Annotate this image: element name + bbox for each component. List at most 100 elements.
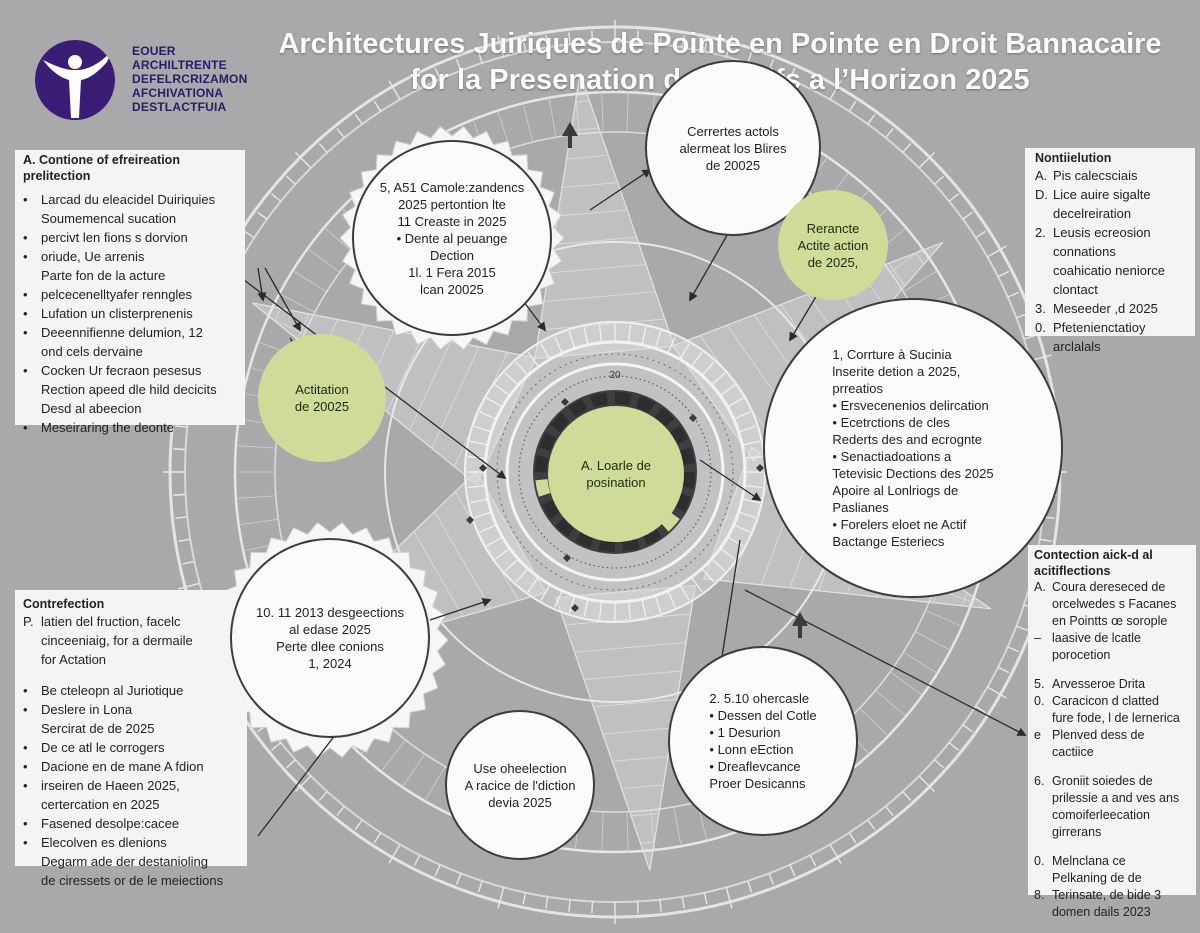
panel-list-item: •Larcad du eleacidel Duiriquies bbox=[23, 190, 237, 209]
list-marker bbox=[23, 342, 41, 361]
panel-spacer bbox=[1034, 664, 1190, 676]
list-text: certercation en 2025 bbox=[41, 797, 160, 812]
list-text: orcelwedes s Facanes bbox=[1052, 597, 1177, 611]
list-marker: • bbox=[23, 759, 28, 774]
list-text: Groniit soiedes de bbox=[1052, 774, 1153, 788]
panel-list-item: coahicatio neniorce bbox=[1035, 261, 1185, 280]
circle-line: Perte dlee conions bbox=[276, 639, 384, 654]
list-marker: • bbox=[23, 192, 28, 207]
panel-list-item: Rection apeed dle hild decicits bbox=[23, 380, 237, 399]
arrow-up-icon bbox=[562, 122, 578, 148]
center-ring-mark: 20 bbox=[609, 370, 621, 381]
list-text: Degarm ade der destanioling bbox=[41, 854, 208, 869]
panel-list-item: • oriude, Ue arrenis bbox=[23, 247, 237, 266]
list-marker: D. bbox=[1035, 187, 1048, 202]
list-text: Leusis ecreosion bbox=[1053, 225, 1151, 240]
list-text: for Actation bbox=[41, 652, 107, 667]
list-marker: • bbox=[23, 306, 28, 321]
logo-wordmark: EOUER ARCHILTRENTE DEFELRCRIZAMON AFCHIV… bbox=[132, 44, 247, 114]
circle-line: Rederts des and ecrognte bbox=[832, 432, 983, 447]
panel-list-item: •Fasened desolpe:cacee bbox=[23, 814, 239, 833]
list-marker bbox=[1034, 824, 1052, 841]
list-text: connations bbox=[1053, 244, 1116, 259]
panel-list-item: •percivt len fions s dorvion bbox=[23, 228, 237, 247]
panel-list-item: for Actation bbox=[23, 650, 239, 669]
list-text: Plenved dess de bbox=[1052, 728, 1145, 742]
circle-line: 1, 2024 bbox=[308, 656, 352, 671]
panel-list-item: cinceeniaig, for a dermaile bbox=[23, 631, 239, 650]
circle-line: de 2025, bbox=[807, 254, 859, 270]
list-marker: • bbox=[23, 249, 28, 264]
panel-list-item: prilessie a and ves ans bbox=[1034, 790, 1190, 807]
circle-line: Actite action bbox=[797, 237, 869, 253]
list-marker: 2. bbox=[1035, 225, 1046, 240]
panel-list-item: fure fode, l de lernerica bbox=[1034, 710, 1190, 727]
circle-line: Use oheelection bbox=[473, 760, 567, 776]
list-text: Lice auire sigalte bbox=[1053, 187, 1151, 202]
list-text: arclalals bbox=[1053, 339, 1101, 354]
panel-list-item: •Cocken Ur fecraon pesesus bbox=[23, 361, 237, 380]
panel-list-item: Parte fon de la acture bbox=[23, 266, 237, 285]
panel-list-item: Sercirat de de 2025 bbox=[23, 719, 239, 738]
diamond-marker bbox=[466, 516, 474, 524]
list-marker bbox=[23, 871, 41, 890]
panel-list-item: domen dails 2023 bbox=[1034, 904, 1190, 921]
panel-list-item: A.Pis calecsciais bbox=[1035, 166, 1185, 185]
list-text: oriude, Ue arrenis bbox=[41, 249, 145, 264]
list-marker: • bbox=[23, 816, 28, 831]
panel-list-item: •irseiren de Haeen 2025, bbox=[23, 776, 239, 795]
panel-spacer bbox=[1034, 841, 1190, 853]
list-text: Desd al abeecion bbox=[41, 401, 142, 416]
diamond-marker bbox=[561, 398, 569, 406]
list-marker: • bbox=[23, 740, 28, 755]
panel-list-item: en Pointts œ sorople bbox=[1034, 613, 1190, 630]
circle-line: 1l. 1 Fera 2015 bbox=[408, 264, 496, 280]
panel-list-item: clontact bbox=[1035, 280, 1185, 299]
circle-line: lcan 20025 bbox=[420, 281, 484, 297]
list-marker: • bbox=[23, 363, 28, 378]
diamond-marker bbox=[563, 554, 571, 562]
list-text: Sercirat de de 2025 bbox=[41, 721, 155, 736]
panel-heading: Nontiielution bbox=[1035, 151, 1112, 165]
diamond-marker bbox=[571, 604, 579, 612]
panel-list-item: comoiferleecation bbox=[1034, 807, 1190, 824]
panel-list-item: •Meseiraring the deonte bbox=[23, 418, 237, 437]
circle-line: 11 Creaste in 2025 bbox=[397, 213, 507, 229]
circle-line: Tetevisic Dections des 2025 bbox=[832, 466, 994, 481]
list-marker: • bbox=[23, 835, 28, 850]
circle-line: lnserite detion a 2025, bbox=[832, 364, 961, 379]
panel-list-item: cactiice bbox=[1034, 744, 1190, 761]
list-marker bbox=[1034, 596, 1052, 613]
list-marker: 0. bbox=[1035, 320, 1046, 335]
list-marker: • bbox=[23, 683, 28, 698]
circle-line: Actitation bbox=[295, 382, 349, 397]
panel-list-item: orcelwedes s Facanes bbox=[1034, 596, 1190, 613]
list-text: Rection apeed dle hild decicits bbox=[41, 382, 217, 397]
list-marker: • bbox=[23, 230, 28, 245]
list-marker bbox=[1035, 242, 1053, 261]
circle-line: • Ersvecenenios delircation bbox=[832, 398, 989, 413]
list-text: De ce atl le corrogers bbox=[41, 740, 165, 755]
panel-list-item: decelreiration bbox=[1035, 204, 1185, 223]
circle-line: prreatios bbox=[832, 381, 883, 396]
list-text: Be cteleopn al Juriotique bbox=[41, 683, 184, 698]
list-text: Meseiraring the deonte bbox=[41, 420, 174, 435]
panel-list-item: •Lufation un clisterprenenis bbox=[23, 304, 237, 323]
list-text: Pis calecsciais bbox=[1053, 168, 1138, 183]
circle-line: Dection bbox=[429, 247, 475, 263]
panel-list-item: •Dacione en de mane A fdion bbox=[23, 757, 239, 776]
circle-line: • Forelers eloet ne Actif bbox=[832, 517, 967, 532]
panel-heading: Contection aick-d al bbox=[1034, 548, 1153, 562]
circle-node-bottom-right: 2. 5.10 ohercasle• Dessen del Cotle• 1 D… bbox=[668, 646, 858, 836]
diamond-marker bbox=[479, 464, 487, 472]
circle-line: Paslianes bbox=[832, 500, 889, 515]
panel-list-item: 0.Melnclana ce bbox=[1034, 853, 1190, 870]
list-marker bbox=[1034, 790, 1052, 807]
